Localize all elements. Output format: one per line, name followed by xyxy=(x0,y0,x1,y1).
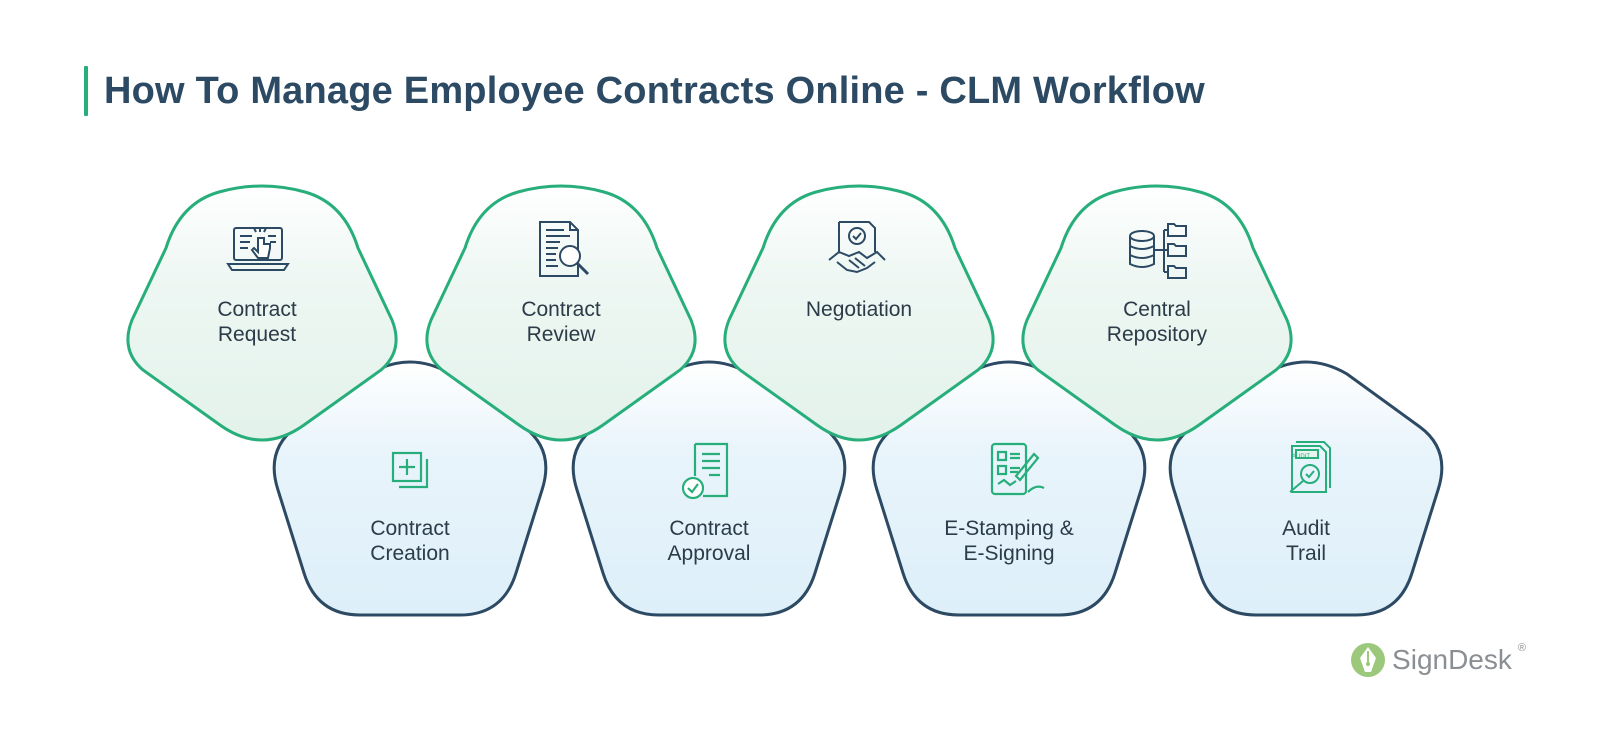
step-label-line1: Central xyxy=(1123,298,1191,321)
step-label-line2: Repository xyxy=(1107,323,1208,346)
document-check-icon xyxy=(681,442,729,500)
step-central-repository: Central Repository xyxy=(1021,184,1293,442)
step-label-line2: Review xyxy=(527,323,597,346)
pentagon-shape xyxy=(1021,184,1293,442)
step-label-line2: Creation xyxy=(370,542,449,565)
step-label-line2: Request xyxy=(218,323,296,346)
step-label-line2: E-Signing xyxy=(963,542,1054,565)
step-contract-approval: Contract Approval xyxy=(571,360,847,617)
pentagon-shape xyxy=(723,184,995,442)
brand-name: SignDesk xyxy=(1392,644,1512,675)
step-label-line2: Trail xyxy=(1286,542,1326,565)
pentagon-shape xyxy=(1168,360,1444,617)
step-label-line1: Contract xyxy=(521,298,601,321)
audit-magnifier-icon xyxy=(1289,441,1331,493)
step-label-line1: Contract xyxy=(370,517,450,540)
step-negotiation: Negotiation xyxy=(723,184,995,442)
step-label-line1: Contract xyxy=(217,298,297,321)
brand-registered-mark: ® xyxy=(1517,642,1526,654)
step-contract-request: Contract Request xyxy=(126,184,398,442)
pentagon-shape xyxy=(126,184,398,442)
step-label-line1: Audit xyxy=(1282,517,1330,540)
laptop-pointer-icon xyxy=(226,227,290,271)
signdesk-pen-logo-icon xyxy=(1351,643,1386,677)
step-audit-trail: AUDIT Audit Trail xyxy=(1168,360,1444,617)
page-title: How To Manage Employee Contracts Online … xyxy=(104,69,1205,112)
step-label-line1: Contract xyxy=(669,517,749,540)
document-magnifier-icon xyxy=(539,221,590,277)
step-label-line1: Negotiation xyxy=(806,298,912,321)
audit-icon-caption: AUDIT xyxy=(1292,454,1310,460)
signdesk-brand: SignDesk ® xyxy=(1350,636,1526,684)
step-label-line1: E-Stamping & xyxy=(944,517,1074,540)
add-document-icon xyxy=(391,451,429,489)
step-contract-review: Contract Review xyxy=(425,184,697,442)
tablet-sign-icon xyxy=(990,442,1045,496)
database-folders-icon xyxy=(1129,223,1187,279)
handshake-document-icon xyxy=(828,221,886,274)
pentagon-shape xyxy=(425,184,697,442)
step-label-line2: Approval xyxy=(668,542,751,565)
title-accent-bar xyxy=(84,66,88,116)
